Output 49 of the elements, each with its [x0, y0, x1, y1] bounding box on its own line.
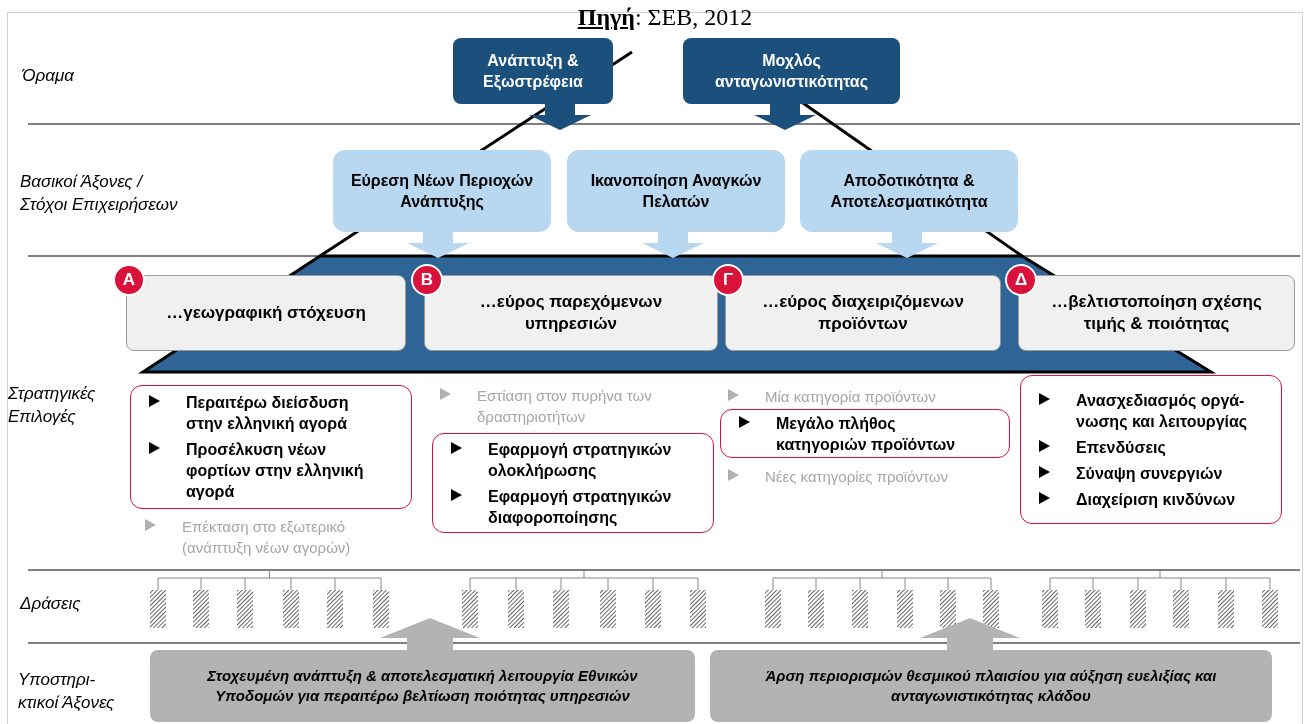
support-text: Άρση περιορισμών θεσμικού πλαισίου για αύξηση ευελιξίας και ανταγωνιστικότητας κλάδου — [764, 666, 1218, 706]
axis-text: Εύρεση Νέων Περιοχών Ανάπτυξης — [349, 171, 535, 212]
strategy-box — [720, 409, 1010, 458]
block-arrow — [642, 232, 704, 258]
strategy-item: Προσέλκυση νέων φορτίων στην ελληνική αγορά — [186, 440, 365, 502]
strategy-box — [432, 433, 714, 533]
row-label: Δράσεις — [20, 593, 82, 615]
option-text: Νέες κατηγορίες προϊόντων — [765, 467, 948, 487]
axis-box — [800, 150, 1018, 232]
strategy-item: Περαιτέρω διείσδυση στην ελληνική αγορά — [186, 393, 350, 434]
row-label: Στρατηγικές Επιλογές — [8, 383, 97, 428]
strategy-item: Ανασχεδιασμός οργά- νωσης και λειτουργίας — [1076, 390, 1249, 432]
strategy-item: Μεγάλο πλήθος κατηγοριών προϊόντων — [776, 413, 957, 455]
support-text: Στοχευμένη ανάπτυξη & αποτελεσματική λειτουργία Εθνικών Υποδομών για περαιτέρω βελτίωση ποιότητας υπηρεσιών — [206, 666, 639, 706]
strategy-box — [1020, 375, 1282, 524]
support-box — [150, 650, 695, 722]
vision-box — [453, 38, 613, 104]
axis-box — [333, 150, 551, 232]
row-label: Υποστηρι- κτικοί Άξονες — [18, 669, 116, 714]
strategy-item: Διαχείριση κινδύνων — [1076, 489, 1236, 510]
letter-badge: Α — [113, 264, 145, 296]
vision-box — [683, 38, 900, 104]
pillar-text: …γεωγραφική στόχευση — [166, 302, 366, 324]
block-arrow — [407, 232, 469, 258]
option-text: Μία κατηγορία προϊόντων — [765, 387, 936, 407]
pillar-text: …βελτιστοποίηση σχέσης τιμής & ποιότητας — [1050, 291, 1263, 335]
block-arrow — [920, 618, 1020, 650]
block-arrow — [529, 104, 591, 130]
strategy-item: Εφαρμογή στρατηγικών διαφοροποίησης — [488, 486, 673, 528]
block-arrow — [380, 618, 480, 650]
row-label: Όραμα — [22, 65, 75, 87]
source-title: Πηγή: ΣΕΒ, 2012 — [576, 3, 754, 32]
axis-text: Ικανοποίηση Αναγκών Πελατών — [589, 171, 763, 212]
axis-text: Αποδοτικότητα & Αποτελεσματικότητα — [829, 171, 989, 212]
block-arrow — [754, 104, 816, 130]
vision-text: Ανάπτυξη & Εξωστρέφεια — [482, 51, 584, 92]
vision-text: Μοχλός ανταγωνιστικότητας — [713, 51, 869, 92]
pillar-text: …εύρος παρεχόμενων υπηρεσιών — [478, 291, 664, 335]
strategy-box — [130, 385, 412, 509]
row-label: Βασικοί Άξονες / Στόχοι Επιχειρήσεων — [20, 171, 179, 216]
support-box — [710, 650, 1272, 722]
axis-box — [567, 150, 785, 232]
option-text: Εστίαση στον πυρήνα των δραστηριοτήτων — [477, 386, 653, 427]
option-text: Επέκταση στο εξωτερικό (ανάπτυξη νέων αγορών) — [182, 517, 352, 558]
strategy-item: Επενδύσεις — [1076, 437, 1166, 458]
block-arrow — [876, 232, 938, 258]
strategy-item: Σύναψη συνεργιών — [1076, 463, 1223, 484]
pillar-text: …εύρος διαχειριζόμενων προϊόντων — [761, 291, 965, 335]
strategy-item: Εφαρμογή στρατηγικών ολοκλήρωσης — [488, 439, 673, 481]
